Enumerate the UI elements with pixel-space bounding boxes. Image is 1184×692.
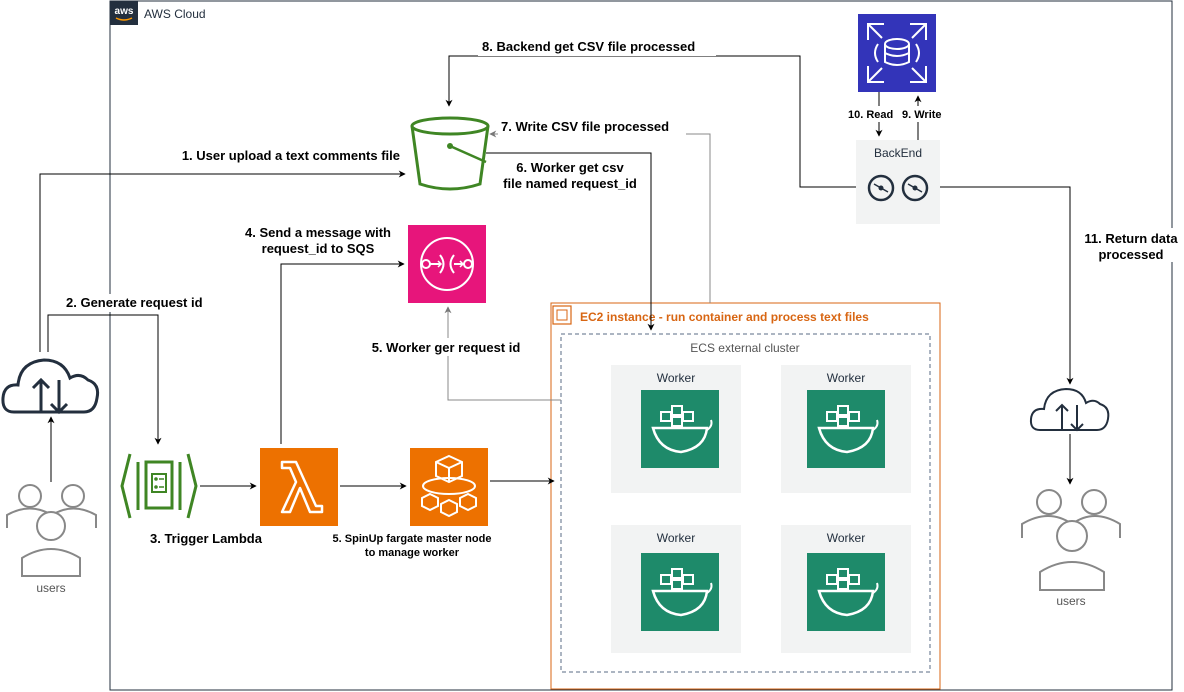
worker-box: Worker [781,525,911,653]
ec2-instance-label: EC2 instance - run container and process… [580,310,869,324]
ecs-cluster-group: ECS external cluster [560,333,931,673]
worker-box: Worker [781,365,911,493]
step-5b-label-line2: to manage worker [365,547,460,559]
step-11-label-line2: processed [1098,247,1163,262]
ec2-instance-group: EC2 instance - run container and process… [550,302,941,690]
docker-container-icon [807,553,885,631]
worker-label: Worker [827,371,865,385]
step-1-label: 1. User upload a text comments file [182,148,400,163]
step-6-label-line1: 6. Worker get csv [516,160,624,175]
cloud-upload-download-icon [1,358,100,415]
step-8-label: 8. Backend get CSV file processed [482,39,695,54]
edge-worker-get-csv [486,152,655,331]
step-7-label: 7. Write CSV file processed [501,119,669,134]
aws-cloud-group: aws AWS Cloud [109,0,1173,691]
s3-bucket-icon [410,116,490,191]
users-label: users [36,581,65,595]
step-4-label-line1: 4. Send a message with [245,225,391,240]
worker-box: Worker [611,365,741,493]
worker-label: Worker [657,371,695,385]
step-11-label-line1: 11. Return data [1084,231,1178,246]
lambda-icon [260,448,338,526]
step-5-label: 5. Worker ger request id [372,340,521,355]
worker-box: Worker [611,525,741,653]
tape-gateway-icon [867,174,929,202]
step-9-label: 9. Write [902,109,942,121]
sqs-icon [408,225,486,303]
step-3-label: 3. Trigger Lambda [150,531,263,546]
worker-label: Worker [657,531,695,545]
users-icon [6,484,97,577]
ecs-cluster-label: ECS external cluster [690,341,799,355]
ec2-instance-icon [552,305,572,325]
fargate-icon [410,448,488,526]
docker-container-icon [807,390,885,468]
docker-container-icon [641,553,719,631]
step-10-label: 10. Read [848,109,893,121]
step-2-label: 2. Generate request id [66,295,203,310]
edge-return-data [940,186,1074,385]
docker-container-icon [641,390,719,468]
edge-backend-get-csv [445,55,856,188]
step-labels: 1. User upload a text comments file 2. G… [62,38,1180,559]
cloud-upload-download-icon [1029,387,1110,432]
users-label: users [1056,594,1085,608]
worker-label: Worker [827,531,865,545]
backend-box: BackEnd [856,140,940,224]
step-4-label-line2: request_id to SQS [262,241,375,256]
step-6-label-line2: file named request_id [503,176,637,191]
svg-text:aws: aws [115,6,134,17]
edge-send-message-sqs [280,260,405,444]
rds-database-icon [858,14,936,92]
api-gateway-icon [120,453,198,519]
users-icon [1021,489,1121,591]
step-5b-label-line1: 5. SpinUp fargate master node [333,533,492,545]
aws-logo-icon: aws [110,1,138,25]
backend-label: BackEnd [874,146,922,160]
aws-cloud-label: AWS Cloud [144,7,206,21]
edge-generate-request-id [47,314,162,445]
edge-upload-to-s3 [39,170,406,352]
